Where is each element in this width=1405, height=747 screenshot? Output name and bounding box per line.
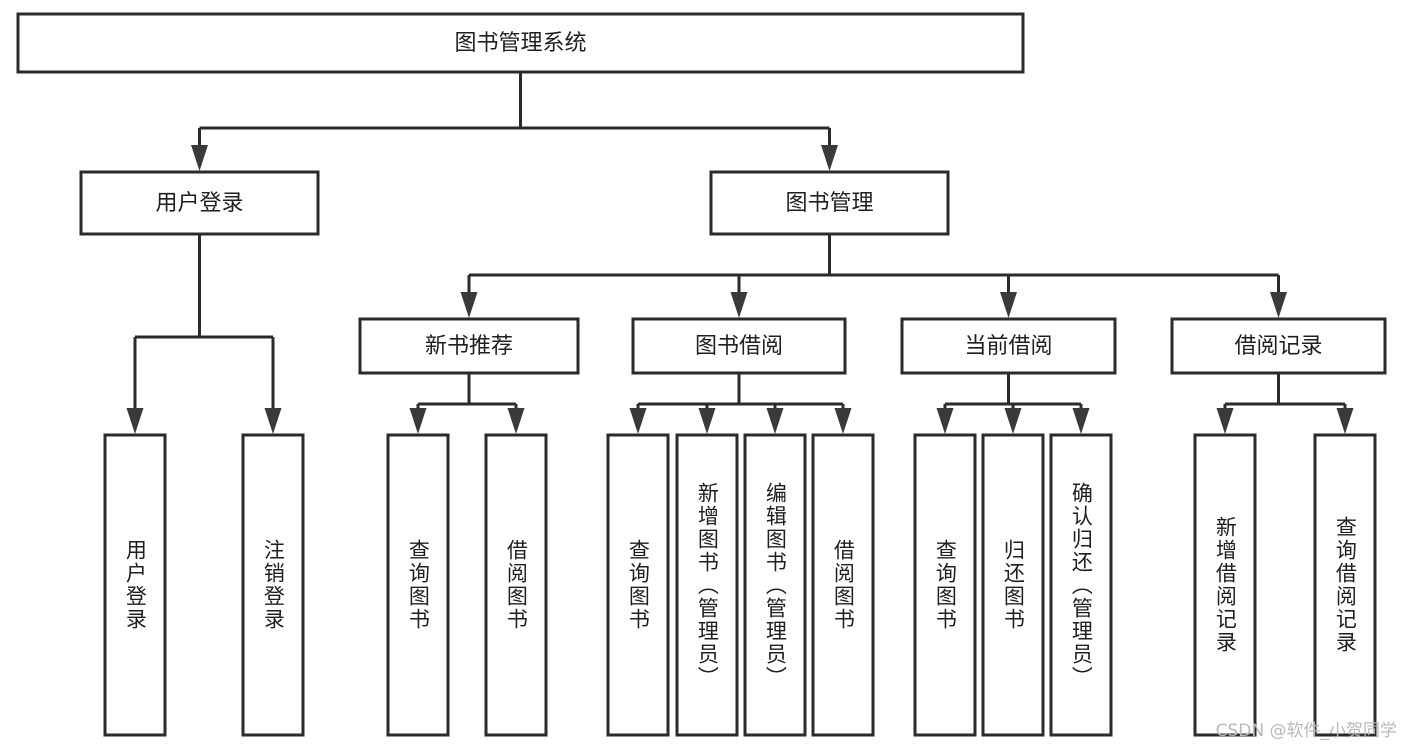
- node-box[interactable]: [358, 317, 580, 375]
- arrow-head-icon: [1216, 408, 1234, 434]
- node-box[interactable]: [811, 433, 875, 737]
- arrow-head-icon: [730, 292, 748, 318]
- arrow-head-icon: [1072, 408, 1090, 434]
- arrow-head-icon: [936, 408, 954, 434]
- node-leaf-user-login[interactable]: [103, 433, 167, 737]
- arrow-head-icon: [460, 292, 478, 318]
- node-box[interactable]: [1193, 433, 1257, 737]
- node-leaf-borrow-book-2[interactable]: [811, 433, 875, 737]
- node-box[interactable]: [386, 433, 450, 737]
- node-leaf-user-logout[interactable]: [241, 433, 305, 737]
- node-book-manage[interactable]: 图书管理: [709, 170, 950, 236]
- node-box[interactable]: [709, 170, 950, 236]
- node-box[interactable]: [743, 433, 807, 737]
- node-label: 图书借阅: [695, 334, 783, 359]
- arrow-head-icon: [264, 408, 282, 434]
- arrow-head-icon: [1000, 292, 1017, 318]
- node-label: 借阅记录: [1234, 334, 1322, 359]
- node-current-borrow[interactable]: 当前借阅: [900, 317, 1117, 375]
- arrow-head-icon: [821, 145, 838, 171]
- arrow-head-icon: [698, 408, 716, 434]
- edges-layer: [126, 72, 1354, 434]
- node-box[interactable]: [900, 317, 1117, 375]
- arrow-head-icon: [834, 408, 852, 434]
- node-box[interactable]: [1170, 317, 1387, 375]
- arrow-head-icon: [126, 408, 144, 434]
- node-box[interactable]: [981, 433, 1045, 737]
- node-box[interactable]: [1313, 433, 1377, 737]
- node-leaf-edit-book[interactable]: [743, 433, 807, 737]
- node-leaf-query-record[interactable]: [1313, 433, 1377, 737]
- watermark-text: CSDN @软件_小贺同学: [1215, 721, 1397, 741]
- node-borrow-record[interactable]: 借阅记录: [1170, 317, 1387, 375]
- node-user-login[interactable]: 用户登录: [79, 170, 320, 236]
- arrow-head-icon: [766, 408, 784, 434]
- node-label: 当前借阅: [964, 334, 1052, 359]
- node-box[interactable]: [16, 12, 1025, 74]
- arrow-head-icon: [629, 408, 647, 434]
- node-label: 新书推荐: [425, 334, 513, 359]
- node-label: 图书管理系统: [454, 31, 586, 56]
- arrow-head-icon: [191, 145, 208, 171]
- node-box[interactable]: [103, 433, 167, 737]
- node-box[interactable]: [79, 170, 320, 236]
- arrow-head-icon: [1336, 408, 1354, 434]
- node-box[interactable]: [484, 433, 548, 737]
- node-leaf-return-book[interactable]: [981, 433, 1045, 737]
- arrow-head-icon: [507, 408, 525, 434]
- node-label: 用户登录: [155, 191, 243, 216]
- node-box[interactable]: [241, 433, 305, 737]
- node-box[interactable]: [913, 433, 977, 737]
- node-leaf-add-record[interactable]: [1193, 433, 1257, 737]
- node-leaf-query-book-2[interactable]: [606, 433, 670, 737]
- node-box[interactable]: [606, 433, 670, 737]
- node-box[interactable]: [675, 433, 739, 737]
- node-leaf-query-book-1[interactable]: [386, 433, 450, 737]
- node-book-borrow[interactable]: 图书借阅: [631, 317, 847, 375]
- node-leaf-confirm-return[interactable]: [1049, 433, 1113, 737]
- node-leaf-borrow-book-1[interactable]: [484, 433, 548, 737]
- arrow-head-icon: [1004, 408, 1022, 434]
- node-box[interactable]: [1049, 433, 1113, 737]
- node-new-book-rec[interactable]: 新书推荐: [358, 317, 580, 375]
- node-leaf-add-book[interactable]: [675, 433, 739, 737]
- node-box[interactable]: [631, 317, 847, 375]
- node-label: 图书管理: [785, 191, 873, 216]
- arrow-head-icon: [409, 408, 427, 434]
- node-leaf-query-book-3[interactable]: [913, 433, 977, 737]
- node-root[interactable]: 图书管理系统: [16, 12, 1025, 74]
- arrow-head-icon: [1270, 292, 1287, 318]
